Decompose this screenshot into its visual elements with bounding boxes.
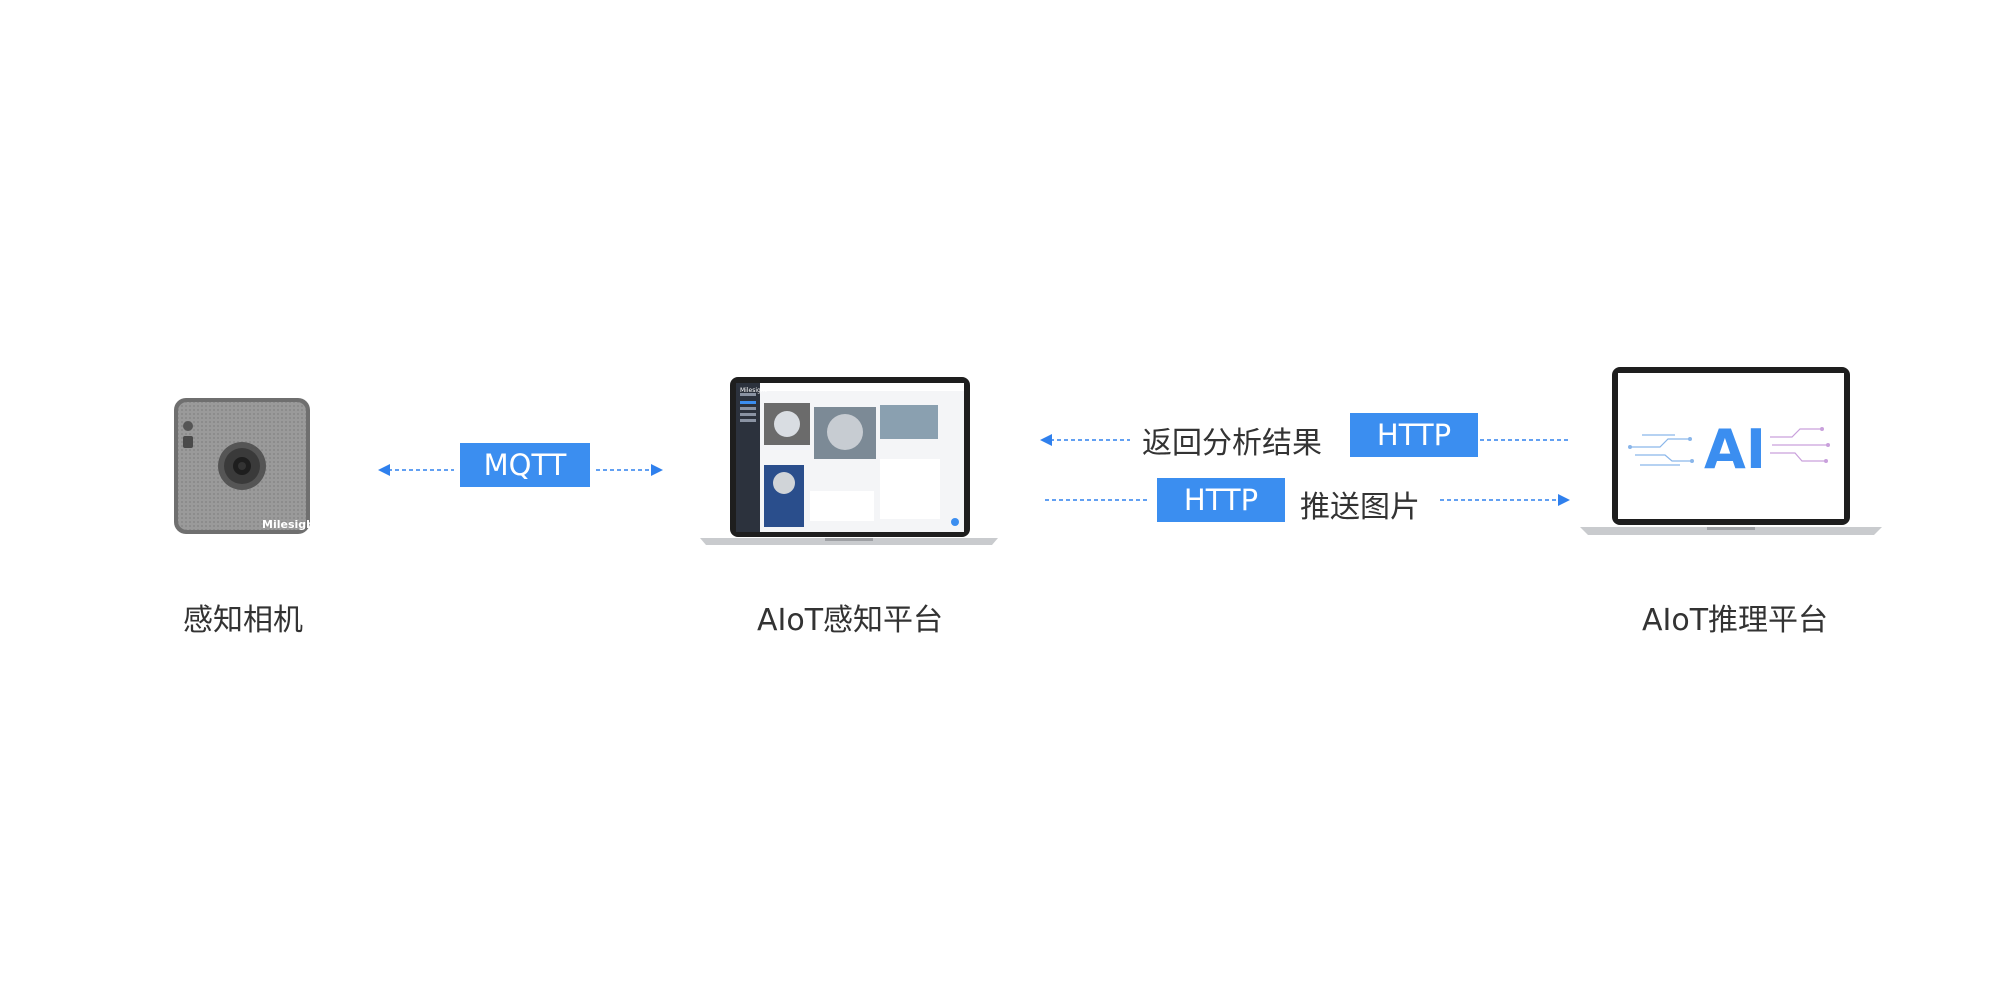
laptop-ai-icon bbox=[1580, 367, 1882, 535]
return-http-tag: HTTP bbox=[1350, 413, 1478, 457]
mqtt-tag: MQTT bbox=[460, 443, 590, 487]
return-arrow bbox=[1040, 434, 1570, 446]
camera-label: 感知相机 bbox=[183, 603, 303, 638]
push-http-tag: HTTP bbox=[1157, 478, 1285, 522]
push-arrow bbox=[1045, 494, 1570, 506]
camera-logo: Milesight bbox=[262, 518, 320, 531]
push-image-text: 推送图片 bbox=[1300, 490, 1420, 525]
perception-label: AIoT感知平台 bbox=[756, 603, 944, 638]
laptop-dashboard-icon bbox=[700, 377, 998, 545]
inference-label: AIoT推理平台 bbox=[1641, 603, 1829, 638]
return-results-text: 返回分析结果 bbox=[1142, 426, 1322, 461]
dashboard-logo: Milesight bbox=[740, 387, 767, 394]
camera-icon bbox=[174, 398, 310, 534]
ai-screen-text: AI bbox=[1704, 418, 1766, 481]
mqtt-arrow bbox=[378, 464, 663, 476]
